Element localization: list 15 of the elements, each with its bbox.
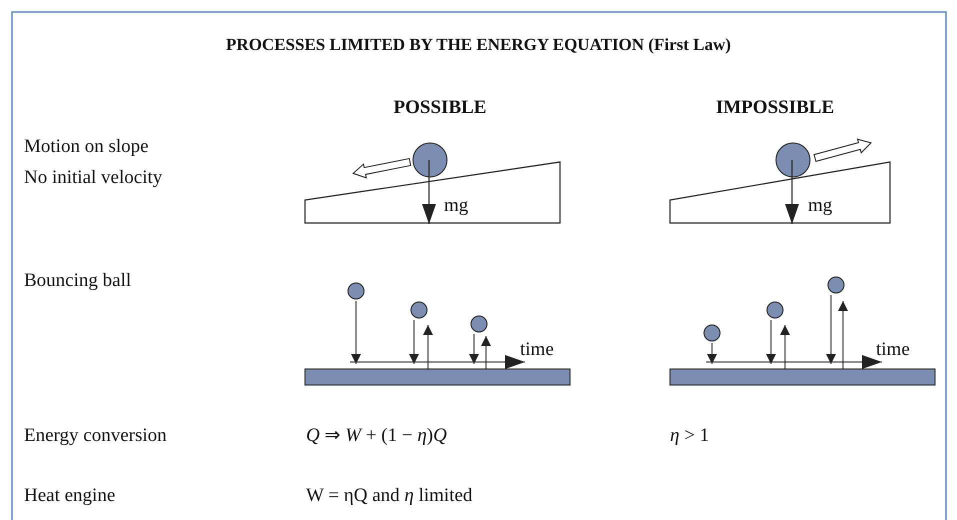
axis-label: time [876, 340, 910, 361]
row-label: Energy conversion [24, 426, 167, 447]
row-label: Bouncing ball [24, 271, 132, 292]
equation: W = ηQ and η limited [306, 486, 472, 507]
equation: Q ⇒ W + (1 − η)Q [306, 426, 447, 447]
force-label: mg [444, 196, 468, 217]
force-label: mg [808, 196, 832, 217]
row-label: Heat engine [24, 486, 116, 507]
equation: η > 1 [670, 426, 710, 447]
row-label: No initial velocity [24, 168, 162, 189]
axis-label: time [520, 340, 554, 361]
row-label: Motion on slope [24, 137, 149, 158]
column-heading: POSSIBLE [392, 98, 488, 119]
column-heading: IMPOSSIBLE [714, 98, 836, 119]
title: PROCESSES LIMITED BY THE ENERGY EQUATION (First Law) [225, 36, 732, 55]
